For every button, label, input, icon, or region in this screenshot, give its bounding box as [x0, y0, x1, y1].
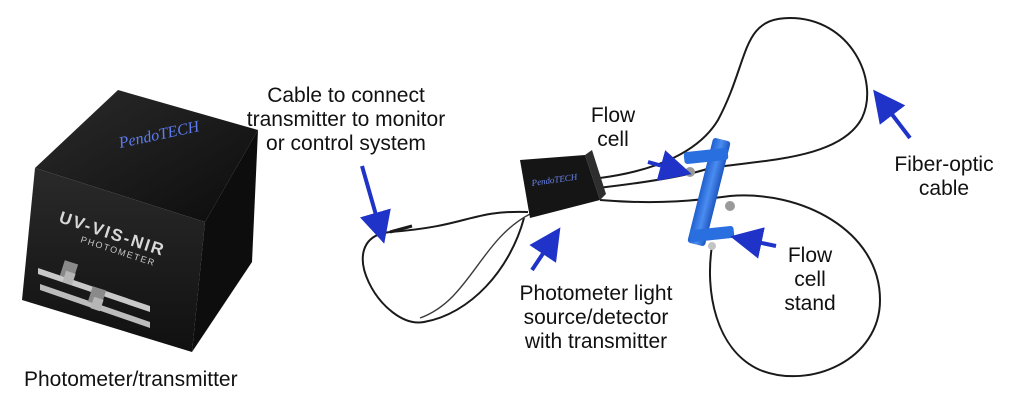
label-photometer-light-source: Photometer light source/detector with tr…: [519, 282, 673, 353]
label-flow-cell: Flow cell: [590, 104, 636, 151]
arrow-light-source: [529, 227, 561, 272]
device-connector-right: [87, 286, 107, 312]
flow-cell-device: [683, 138, 735, 250]
transmitter-cable-loop: [361, 210, 529, 324]
fiber-optic-loop-top: [599, 16, 869, 179]
label-fiber-optic-cable: Fiber-optic cable: [894, 153, 994, 200]
label-photometer-transmitter: Photometer/transmitter: [24, 368, 238, 391]
arrow-fiber-optic: [873, 89, 912, 140]
label-flow-cell-stand: Flow cell stand: [784, 244, 836, 315]
cable-bundle: [361, 16, 882, 378]
device-side-face: [192, 130, 258, 352]
arrow-flow-cell: [647, 150, 692, 181]
photometer-transmitter-device: PendoTECH UV-VIS-NIR PHOTOMETER: [22, 90, 258, 352]
transmitter-cable-strand: [419, 213, 531, 319]
transmitter-cable-end: [389, 224, 413, 234]
arrow-flow-cell-stand: [730, 227, 777, 259]
arrow-cable: [360, 165, 391, 244]
device-connector-left: [59, 260, 79, 286]
annotation-arrows: [360, 89, 912, 272]
device-front-face: [22, 168, 205, 352]
device-top-face: [35, 90, 258, 222]
light-source-detector-device: PendoTECH: [520, 150, 606, 218]
label-cable-connect: Cable to connect transmitter to monitor …: [246, 84, 446, 155]
